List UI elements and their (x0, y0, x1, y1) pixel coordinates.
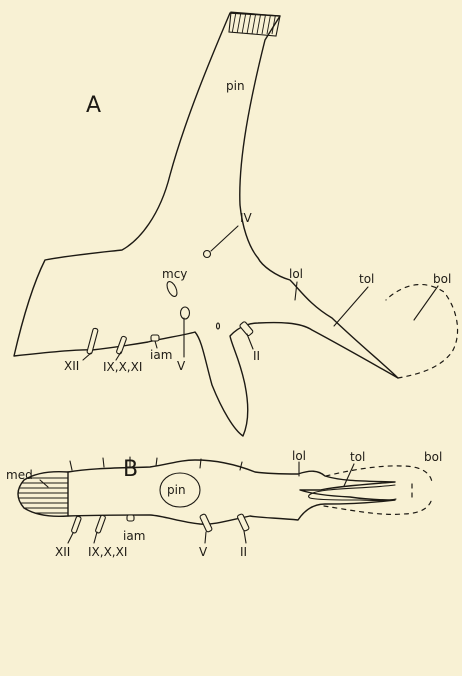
dorsal-stub (240, 462, 242, 470)
dorsal-stub (156, 458, 157, 466)
v-leader-b (205, 532, 206, 543)
label-bol-a: bol (433, 272, 451, 286)
label-pin-b: pin (167, 483, 186, 497)
ii-leader (247, 334, 253, 349)
nerve-ix-x-xi-stump-b (95, 515, 106, 534)
tol-leader-b (344, 464, 354, 486)
tol-leader (334, 287, 368, 326)
label-lol-a: lol (289, 267, 303, 281)
label-tol-a: tol (359, 272, 374, 286)
label-iam-a: iam (150, 348, 172, 362)
small-pore (217, 323, 220, 329)
panel-a-letter: A (86, 93, 101, 118)
label-iv-a: IV (240, 211, 253, 225)
label-iam-b: iam (123, 529, 145, 543)
olfactory-bulb-dashed-outline (386, 285, 458, 378)
panel-b-brain-outline (18, 460, 395, 524)
xii-leader-b (68, 533, 73, 543)
label-lol-b: lol (292, 449, 306, 463)
label-v-b: V (199, 545, 208, 559)
mcy-structure (165, 280, 179, 298)
label-xii-b: XII (55, 545, 70, 559)
bol-leader (414, 286, 438, 320)
nerve-xii-stump (87, 328, 99, 354)
iv-leader (211, 226, 238, 251)
label-ii-a: II (253, 349, 260, 363)
label-tol-b: tol (350, 450, 365, 464)
panel-b: B (6, 449, 442, 559)
iam-structure-b (127, 515, 134, 521)
label-xii-a: XII (64, 359, 79, 373)
med-hatching (14, 478, 70, 513)
dorsal-stub (103, 458, 104, 467)
label-med-b: med (6, 468, 33, 482)
label-v-a: V (177, 359, 186, 373)
nerve-iv-root (204, 251, 211, 258)
panel-a: A (14, 12, 458, 436)
label-ix-x-xi-b: IX,X,XI (88, 545, 127, 559)
olfactory-tract-inner (309, 485, 396, 500)
label-ix-x-xi-a: IX,X,XI (103, 360, 142, 374)
label-ii-b: II (240, 545, 247, 559)
label-mcy-a: mcy (162, 267, 187, 281)
nerve-v-root (181, 307, 190, 319)
xii-leader (83, 353, 91, 360)
iam-structure (151, 335, 159, 341)
dorsal-stub (70, 461, 72, 470)
ix-x-xi-leader-b (94, 532, 97, 543)
iam-leader (155, 341, 157, 348)
ii-leader-b (244, 531, 246, 543)
med-leader (40, 480, 48, 487)
label-pin-a: pin (226, 79, 245, 93)
nerve-xii-stump-b (71, 516, 82, 534)
label-bol-b: bol (424, 450, 442, 464)
